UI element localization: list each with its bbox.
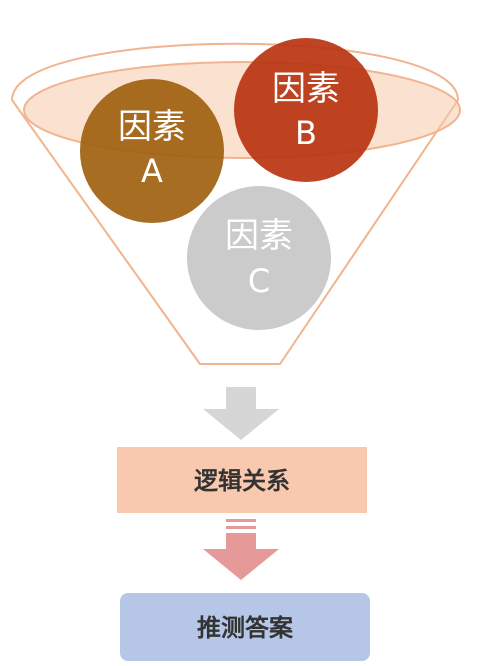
factor-b-letter: B <box>295 114 317 152</box>
down-arrow-bottom <box>203 533 279 580</box>
factor-c-letter: C <box>248 262 270 300</box>
factor-a-circle <box>80 79 224 223</box>
answer-label: 推测答案 <box>197 613 294 642</box>
logic-box <box>117 447 367 513</box>
factor-a-label: 因素 <box>118 107 186 147</box>
factor-b-label: 因素 <box>272 69 340 109</box>
factor-c-circle <box>187 186 331 330</box>
factor-a-letter: A <box>141 152 163 190</box>
factor-b-circle <box>234 38 378 182</box>
logic-label: 逻辑关系 <box>194 466 290 495</box>
answer-box <box>120 593 370 661</box>
down-arrow-bottom-stripe-2 <box>226 526 256 529</box>
down-arrow-top <box>203 387 279 440</box>
down-arrow-bottom-stripe-1 <box>226 519 256 522</box>
factor-c-label: 因素 <box>225 216 293 256</box>
